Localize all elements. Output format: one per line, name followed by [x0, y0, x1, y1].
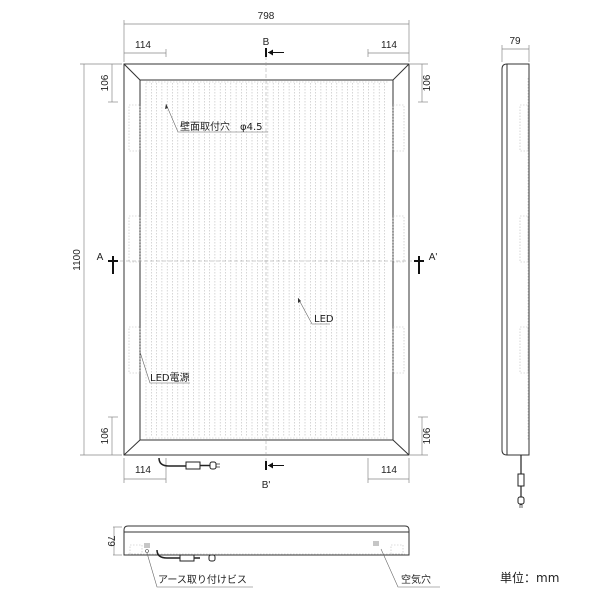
section-b-label: B [263, 37, 270, 48]
height-dimension: 1100 [72, 249, 83, 271]
bottom-view: 79 アース取り付けビス 空気穴 [105, 525, 440, 588]
section-markers: B B' A A' [97, 37, 438, 491]
frame-dim-left-top: 106 [100, 74, 111, 91]
mount-brackets [128, 104, 405, 374]
frame-dim-right-bottom: 106 [422, 427, 433, 444]
power-cord [158, 457, 220, 470]
unit-label: 単位：mm [500, 570, 559, 585]
air-hole-label: 空気穴 [401, 573, 431, 586]
frame-dim-top-left: 114 [135, 40, 151, 51]
section-b-prime-label: B' [262, 480, 271, 491]
frame-dim-right-top: 106 [422, 74, 433, 91]
section-a-prime-label: A' [429, 252, 438, 263]
led-label: LED [314, 314, 334, 325]
ground-screw-label: アース取り付けビス [158, 573, 247, 586]
width-dimension: 798 [258, 11, 275, 22]
side-view: 79 [501, 36, 530, 508]
outer-frame [123, 63, 410, 456]
dimension-lines: 798 114 114 114 114 1100 106 106 106 106 [72, 11, 433, 483]
wall-mount-hole-label: 壁面取付穴 φ4.5 [180, 120, 263, 133]
frame-dim-bottom-right: 114 [381, 465, 397, 476]
led-power-label: LED電源 [150, 371, 190, 384]
section-a-label: A [97, 252, 104, 263]
depth-dim-bottom: 79 [105, 535, 116, 547]
led-strips [145, 83, 385, 437]
depth-dim-side: 79 [509, 36, 521, 47]
frame-dim-left-bottom: 106 [100, 427, 111, 444]
front-view [108, 56, 420, 470]
frame-dim-bottom-left: 114 [135, 465, 151, 476]
callouts: 壁面取付穴 φ4.5 LED LED電源 [139, 103, 334, 384]
frame-dim-top-right: 114 [381, 40, 397, 51]
